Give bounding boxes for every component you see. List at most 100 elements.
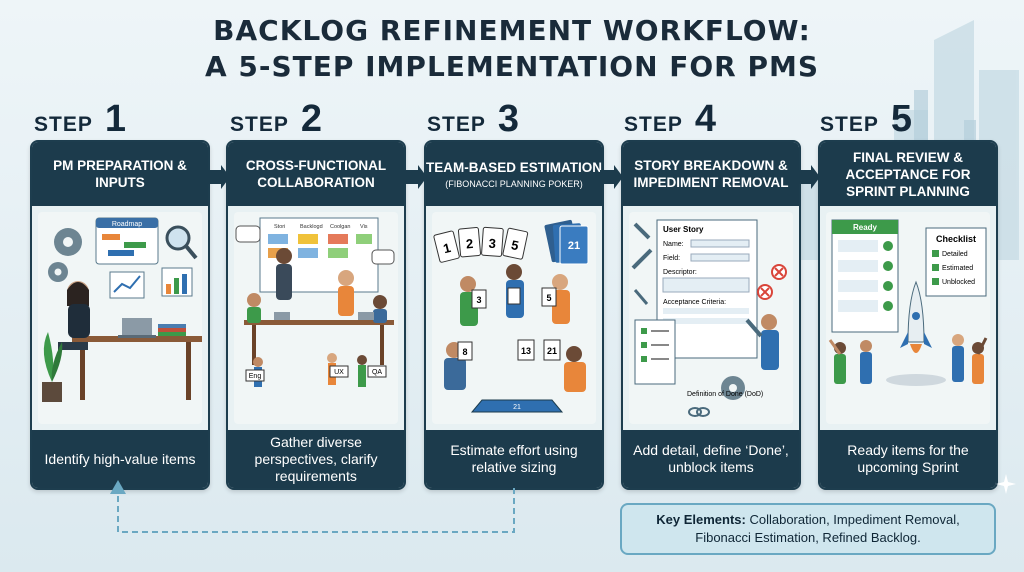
sparkle-icon: [996, 474, 1016, 494]
step-2-card: CROSS-FUNCTIONAL COLLABORATION Stori Bac…: [226, 140, 406, 490]
step-word: STEP: [230, 113, 289, 136]
step-5-illustration: Ready Checklist Detailed Estimated Unblo…: [826, 212, 990, 424]
gear-icon: [48, 228, 82, 282]
role-figures: Eng UX QA: [245, 353, 387, 387]
card-value: 3: [488, 236, 496, 251]
board-col-2: Backlogd: [300, 224, 323, 230]
board-col-3: Coolgan: [330, 224, 351, 230]
step-word: STEP: [820, 113, 879, 136]
step-5-card: FINAL REVIEW & ACCEPTANCE FOR SPRINT PLA…: [818, 140, 998, 490]
step-3-illustration: 1 2 3 5 21 3 5 8 13: [432, 212, 596, 424]
step-heading-text: CROSS-FUNCTIONAL COLLABORATION: [245, 158, 387, 190]
dod-label: Definition of Done (DoD): [687, 391, 763, 398]
step-heading-text: STORY BREAKDOWN & IMPEDIMENT REMOVAL: [633, 158, 789, 190]
step-4-footer: Add detail, define ‘Done’, unblock items: [623, 430, 799, 488]
step-4-illustration: User Story Name: Field: Descriptor: Acce…: [629, 212, 793, 424]
form-field-label: Descriptor:: [663, 269, 697, 276]
celebrating-team: [828, 334, 988, 384]
step-number: 4: [694, 98, 716, 140]
roadmap-label: Roadmap: [112, 221, 142, 228]
step-2-heading: CROSS-FUNCTIONAL COLLABORATION: [228, 142, 404, 206]
role-qa: QA: [372, 369, 382, 376]
key-elements-label: Key Elements:: [656, 512, 746, 527]
card-deck: 21: [544, 219, 589, 265]
pm-at-desk: [58, 281, 202, 400]
worker-with-wrench: [745, 314, 779, 370]
card-value: 2: [465, 236, 474, 252]
rocket-icon: [886, 280, 946, 386]
arrow-right-icon: [207, 165, 230, 189]
table-card-deck: 21: [470, 399, 564, 413]
step-2-footer: Gather diverse perspectives, clarify req…: [228, 430, 404, 488]
checklist-item: Unblocked: [942, 279, 975, 286]
plant-icon: [42, 332, 63, 402]
form-title: User Story: [663, 225, 704, 234]
page-title-line-1: BACKLOG REFINEMENT WORKFLOW:: [213, 14, 811, 47]
step-3-label: STEP 3: [427, 98, 519, 141]
team-meeting: [244, 248, 394, 365]
magnifier-icon: [165, 225, 198, 260]
key-elements-text: Collaboration, Impediment Removal, Fibon…: [695, 512, 960, 545]
checklist-item: Detailed: [942, 251, 968, 258]
checklist-item: Estimated: [942, 265, 973, 272]
step-4-card: STORY BREAKDOWN & IMPEDIMENT REMOVAL Use…: [621, 140, 801, 490]
key-elements-box: Key Elements: Collaboration, Impediment …: [620, 503, 996, 555]
chart-icon: [109, 267, 193, 299]
step-word: STEP: [624, 113, 683, 136]
arrow-right-icon: [600, 165, 623, 189]
step-4-heading: STORY BREAKDOWN & IMPEDIMENT REMOVAL: [623, 142, 799, 206]
table-deck-value: 21: [513, 404, 521, 411]
step-1-card: PM PREPARATION & INPUTS Roadmap: [30, 140, 210, 490]
deck-card-value: 21: [568, 240, 580, 252]
estimating-team: 3 5 8 13 21: [444, 264, 586, 392]
step-heading-text: PM PREPARATION & INPUTS: [53, 158, 187, 190]
step-word: STEP: [427, 113, 486, 136]
step-5-footer: Ready items for the upcoming Sprint: [820, 430, 996, 488]
step-number: 5: [890, 98, 912, 140]
arrow-right-icon: [797, 165, 820, 189]
step-number: 2: [300, 98, 322, 140]
gear-icon: [721, 376, 745, 400]
step-heading-text: TEAM-BASED ESTIMATION: [426, 159, 602, 175]
roadmap-board: Roadmap: [95, 217, 159, 265]
step-word: STEP: [34, 113, 93, 136]
role-eng: Eng: [249, 373, 262, 380]
checklist-clipboard: [634, 319, 676, 385]
held-card: 21: [547, 346, 557, 356]
ready-label: Ready: [853, 223, 878, 232]
step-5-label: STEP 5: [820, 98, 912, 141]
form-field-label: Name:: [663, 241, 684, 248]
held-card: 8: [462, 347, 467, 357]
step-1-heading: PM PREPARATION & INPUTS: [32, 142, 208, 206]
acceptance-criteria-label: Acceptance Criteria:: [663, 299, 726, 306]
chain-link-icon: [688, 407, 710, 417]
blocker-icons: [757, 264, 787, 300]
board-col-4: Vis: [360, 224, 368, 230]
step-1-footer: Identify high-value items: [32, 430, 208, 488]
form-field-label: Field:: [663, 255, 680, 262]
step-5-heading: FINAL REVIEW & ACCEPTANCE FOR SPRINT PLA…: [820, 142, 996, 206]
step-3-heading: TEAM-BASED ESTIMATION (FIBONACCI PLANNIN…: [426, 142, 602, 206]
step-4-label: STEP 4: [624, 98, 716, 141]
ready-column: Ready: [831, 219, 899, 333]
card-value: 1: [442, 240, 453, 256]
step-2-label: STEP 2: [230, 98, 322, 141]
step-subheading-text: (FIBONACCI PLANNING POKER): [445, 178, 583, 189]
held-card: 3: [476, 295, 481, 305]
step-3-card: TEAM-BASED ESTIMATION (FIBONACCI PLANNIN…: [424, 140, 604, 490]
step-3-footer: Estimate effort using relative sizing: [426, 430, 602, 488]
step-2-illustration: Stori Backlogd Coolgan Vis: [234, 212, 398, 424]
held-card: 13: [521, 346, 531, 356]
checklist-title: Checklist: [936, 234, 976, 244]
chat-bubble-icon: [235, 225, 395, 265]
role-ux: UX: [334, 369, 344, 376]
tools-icon: [631, 222, 653, 305]
step-number: 3: [497, 98, 519, 140]
step-number: 1: [104, 98, 126, 140]
board-col-1: Stori: [274, 224, 285, 230]
fibonacci-card-fan: 1 2 3 5: [433, 226, 529, 263]
page-title-line-2: A 5-STEP IMPLEMENTATION FOR PMS: [204, 50, 820, 83]
held-card: 5: [546, 293, 551, 303]
card-value: 5: [510, 237, 520, 253]
step-heading-text: FINAL REVIEW & ACCEPTANCE FOR SPRINT PLA…: [845, 149, 971, 199]
